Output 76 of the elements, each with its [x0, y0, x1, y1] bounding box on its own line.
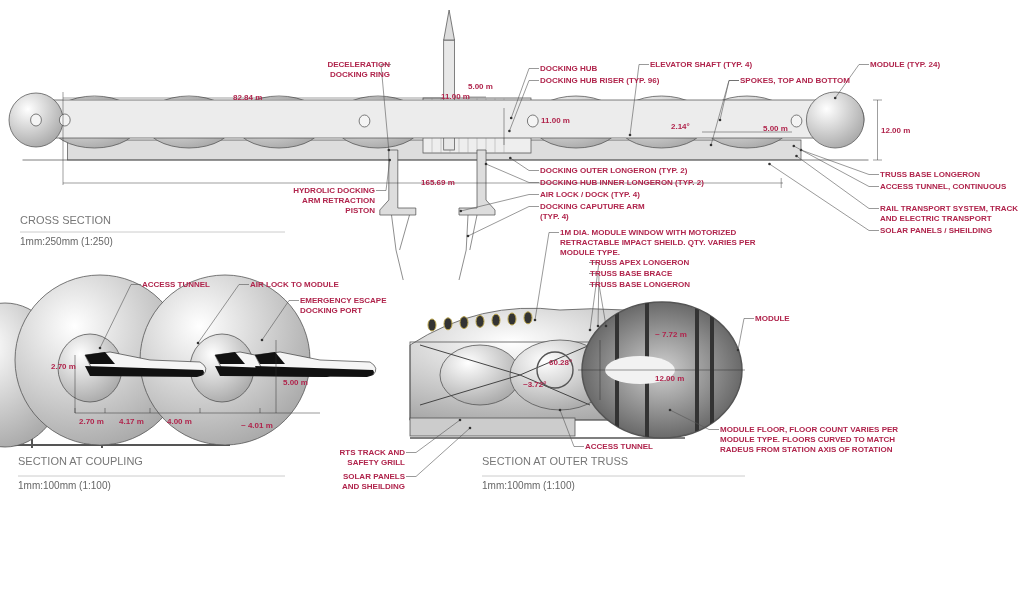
callout-label: 1M DIA. MODULE WINDOW WITH MOTORIZED RETRACTABLE IMPACT SHEILD. QTY. VARIES PER MODULE TYPE. — [560, 228, 760, 258]
leader-line — [588, 284, 608, 328]
callout-label: SOLAR PANELS AND SHEILDING — [325, 472, 405, 492]
dimension-label: 5.00 m — [467, 82, 494, 91]
dimension-label: 82.84 m — [232, 93, 264, 102]
scale-note: 1mm:100mm (1:100) — [18, 480, 111, 491]
callout-label: DOCKING HUB RISER (TYP. 96) — [540, 76, 700, 86]
callout-label: ACCESS TUNNEL — [142, 280, 232, 290]
section-title: CROSS SECTION — [20, 214, 112, 226]
callout-label: ACCESS TUNNEL, CONTINUOUS — [880, 182, 1020, 192]
leader-line — [736, 318, 755, 352]
callout-label: DOCKING OUTER LONGERON (TYP. 2) — [540, 166, 740, 176]
callout-label: TRUSS BASE LONGERON — [590, 280, 720, 290]
leader-line — [509, 68, 540, 120]
leader-line — [795, 154, 880, 209]
dimension-label: ~3.72° — [522, 380, 548, 389]
callout-label: MODULE — [755, 314, 805, 324]
dimension-label: 2.70 m — [50, 362, 77, 371]
callout-label: DOCKING CAPUTURE ARM (TYP. 4) — [540, 202, 650, 222]
callout-label: EMERGENCY ESCAPE DOCKING PORT — [300, 296, 405, 316]
callout-label: DOCKING HUB — [540, 64, 620, 74]
callout-label: TRUSS APEX LONGERON — [590, 258, 720, 268]
leader-line — [709, 80, 740, 147]
leader-line — [380, 64, 392, 152]
leader-line — [588, 262, 600, 332]
leader-line — [509, 156, 540, 171]
leader-line — [405, 426, 472, 477]
callout-label: HYDROLIC DOCKING ARM RETRACTION PISTON — [280, 186, 375, 216]
callout-label: DOCKING HUB INNER LONGERON (TYP. 2) — [540, 178, 750, 188]
leader-line — [792, 144, 880, 187]
leader-line — [466, 206, 540, 238]
scale-note: 1mm:250mm (1:250) — [20, 236, 113, 247]
leader-line — [375, 158, 391, 191]
dimension-label: 165.69 m — [420, 178, 456, 187]
leader-line — [588, 273, 600, 328]
dimension-label: 4.17 m — [118, 417, 145, 426]
space-station-drawing — [8, 9, 869, 281]
callout-label: ELEVATOR SHAFT (TYP. 4) — [650, 60, 780, 70]
callout-label: AIR LOCK / DOCK (TYP. 4) — [540, 190, 690, 200]
callout-label: RTS TRACK AND SAFETY GRILL — [325, 448, 405, 468]
dimension-label: 5.00 m — [762, 124, 789, 133]
leader-line — [508, 80, 540, 133]
leader-line — [98, 284, 142, 350]
callout-label: ACCESS TUNNEL — [585, 442, 665, 452]
callout-label: DECELERATION DOCKING RING — [300, 60, 390, 80]
callout-label: TRUSS BASE BRACE — [590, 269, 720, 279]
leader-line — [533, 232, 560, 322]
dimension-label: 11.00 m — [540, 116, 571, 125]
callout-label: MODULE FLOOR, FLOOR COUNT VARIES PER MODULE TYPE. FLOORS CURVED TO MATCH RADEUS FROM STATION AXIS OF ROTATION — [720, 425, 900, 455]
leader-line — [768, 162, 880, 231]
leader-line — [260, 300, 300, 342]
callout-label: RAIL TRANSPORT SYSTEM, TRACK AND ELECTRIC TRANSPORT — [880, 204, 1020, 224]
callout-label: AIR LOCK TO MODULE — [250, 280, 360, 290]
leader-line — [668, 408, 720, 430]
leader-line — [799, 148, 880, 175]
leader-line — [405, 418, 462, 453]
dimension-label: ~ 4.01 m — [240, 421, 274, 430]
dimension-label: 5.00 m — [282, 378, 309, 387]
leader-line — [833, 64, 870, 100]
dimension-label: 2.14° — [670, 122, 691, 131]
dimension-label: 60.28° — [548, 358, 574, 367]
leader-line — [484, 162, 540, 183]
scale-note: 1mm:100mm (1:100) — [482, 480, 575, 491]
dimension-label: 11.00 m — [440, 92, 471, 101]
callout-label: SPOKES, TOP AND BOTTOM — [740, 76, 870, 86]
leader-line — [628, 64, 650, 137]
leader-line — [459, 194, 540, 213]
dimension-label: ~ 7.72 m — [654, 330, 688, 339]
dimension-label: 12.00 m — [654, 374, 686, 383]
callout-label: SOLAR PANELS / SHEILDING — [880, 226, 1020, 236]
dimension-label: 2.70 m — [78, 417, 105, 426]
callout-label: MODULE (TYP. 24) — [870, 60, 970, 70]
dimension-label: 4.00 m — [166, 417, 193, 426]
leader-line — [558, 408, 585, 447]
callout-label: TRUSS BASE LONGERON — [880, 170, 1020, 180]
leader-line — [196, 284, 250, 345]
